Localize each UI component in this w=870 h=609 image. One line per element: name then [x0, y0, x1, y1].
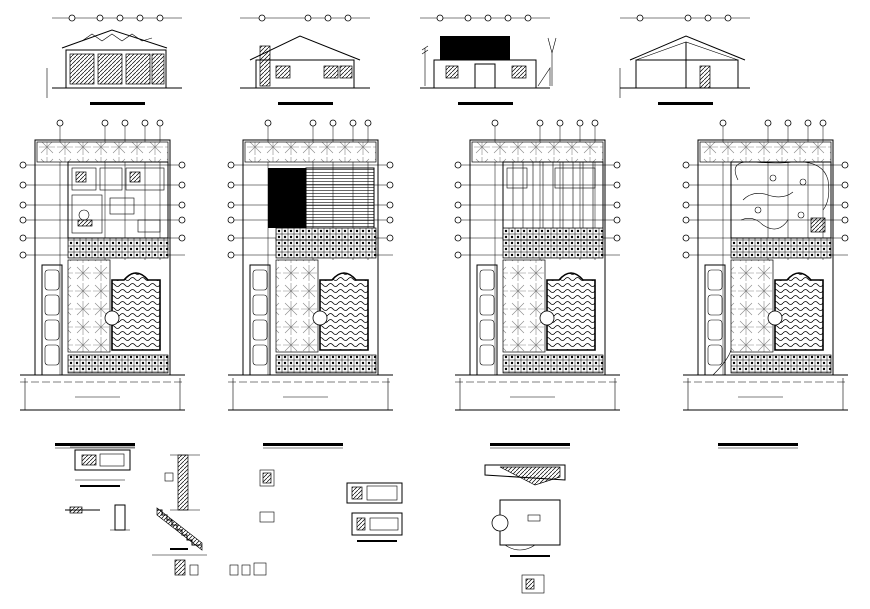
- detail-b: [65, 504, 130, 531]
- detail-d: [259, 469, 275, 523]
- elevation-front: [46, 14, 183, 106]
- plan-furniture: [19, 119, 186, 449]
- elevation-section: [619, 14, 751, 106]
- small-detail-group: [174, 559, 267, 576]
- elevation-rear: [419, 14, 557, 106]
- detail-a: [70, 446, 135, 487]
- stair-detail: [152, 507, 207, 556]
- plan-installations: [682, 119, 849, 449]
- plan-roof: [227, 119, 394, 449]
- tank-detail: [346, 482, 403, 542]
- pool-detail: [484, 464, 566, 594]
- plan-structure: [454, 119, 621, 449]
- detail-c: [164, 454, 200, 511]
- elevation-side: [239, 14, 371, 106]
